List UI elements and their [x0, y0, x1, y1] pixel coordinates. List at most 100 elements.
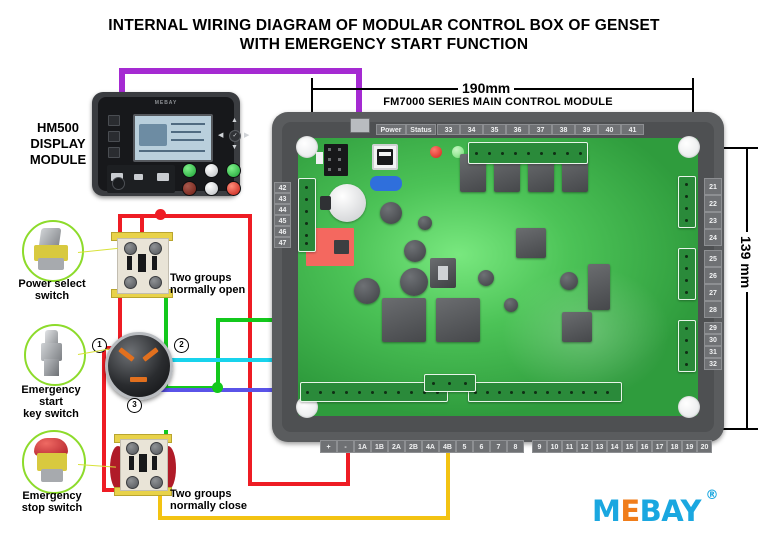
title-line-2: WITH EMERGENCY START FUNCTION: [239, 36, 529, 53]
display-button-group[interactable]: [182, 163, 241, 196]
hm500-display-module[interactable]: MEBAY ▲ ◀ ✓ ▶ ▼: [92, 92, 249, 196]
ps-terminal-bl[interactable]: [124, 276, 137, 289]
es-label-line-3: key switch: [23, 408, 79, 420]
estop-terminal-bl[interactable]: [126, 476, 139, 489]
estop-contact-bar-center: [139, 454, 147, 472]
coin-cell-battery: [328, 184, 366, 222]
terminal-label: 24: [704, 229, 722, 246]
terminal-connector-left: [298, 178, 316, 252]
terminal-label: 32: [704, 358, 722, 370]
capacitor-7: [504, 298, 518, 312]
terminal-label: 30: [704, 334, 722, 346]
mounting-screw-bottom-right: [678, 396, 700, 418]
transformer-core: [438, 266, 448, 280]
registered-trademark-icon: ®: [705, 488, 718, 503]
ps-terminal-tl[interactable]: [124, 242, 137, 255]
wire-junction-green: [212, 382, 223, 393]
emergency-stop-switch-photo: [32, 438, 74, 486]
dpad-right-icon[interactable]: ▶: [244, 132, 250, 139]
terminal-label: +: [320, 440, 337, 453]
dpad-up-icon[interactable]: ▲: [231, 117, 238, 124]
display-side-icons: [108, 115, 120, 163]
navigation-dpad[interactable]: ▲ ◀ ✓ ▶ ▼: [218, 117, 250, 153]
terminal-label: 18: [667, 440, 682, 453]
key-photo-top: [45, 330, 58, 346]
capacitor-6: [478, 270, 494, 286]
wire-cyan-from-key: [170, 358, 322, 362]
terminal-label: 25: [704, 250, 722, 267]
terminal-label: 31: [704, 346, 722, 358]
emergency-stop-switch-contact-block[interactable]: [110, 434, 192, 496]
key-photo-mid: [41, 343, 62, 361]
emergency-start-key-photo: [34, 330, 70, 378]
mounting-screw-top-left: [296, 136, 318, 158]
ps-terminal-br[interactable]: [149, 276, 162, 289]
terminal-label: 46: [274, 226, 291, 237]
lcd-waveform: [139, 124, 167, 146]
wire-red-bottom-run: [248, 482, 350, 486]
indicator-label-status: Status: [406, 124, 436, 135]
terminal-label: 36: [506, 124, 529, 135]
emergency-start-switch-label: Emergency start key switch: [4, 384, 98, 420]
terminal-label: 5: [456, 440, 473, 453]
terminal-label: 2A: [388, 440, 405, 453]
logo-text-part1: M: [592, 494, 621, 528]
page-title: INTERNAL WIRING DIAGRAM OF MODULAR CONTR…: [0, 16, 768, 54]
display-label-line-1: HM500: [37, 120, 79, 135]
dim-height-ext-bottom: [704, 428, 748, 430]
estop-photo-foot: [41, 469, 63, 482]
power-select-switch-label: Power select switch: [6, 278, 98, 302]
ps-label-line-1: Power select: [18, 278, 86, 290]
estop-terminal-tr[interactable]: [150, 442, 163, 455]
button-manual[interactable]: [204, 163, 219, 178]
capacitor-5: [354, 278, 380, 304]
display-label-line-3: MODULE: [29, 152, 87, 167]
display-round-button[interactable]: [112, 177, 125, 190]
relay-8: [588, 264, 610, 310]
ps-contact-bar-left: [127, 256, 132, 270]
lcd-text-line-2: [171, 131, 201, 133]
wire-red-to-terminal-plus: [346, 424, 350, 486]
emergency-start-key-switch[interactable]: [105, 332, 173, 400]
terminal-label: 11: [562, 440, 577, 453]
terminal-label: 44: [274, 204, 291, 215]
emergency-stop-contact-note: Two groups normally close: [170, 488, 258, 512]
lcd-text-line-1: [171, 123, 205, 125]
button-test[interactable]: [182, 181, 197, 196]
dpad-enter-icon[interactable]: ✓: [229, 130, 241, 142]
terminal-label: 6: [473, 440, 490, 453]
estop-contact-bar-right: [152, 456, 157, 470]
capacitor-3: [404, 240, 426, 262]
key-contact-blade-2: [142, 347, 159, 362]
dpad-down-icon[interactable]: ▼: [231, 144, 238, 151]
estop-terminal-br[interactable]: [150, 476, 163, 489]
key-terminal-number-3: 3: [127, 398, 142, 413]
transfer-icon: [134, 174, 143, 180]
button-mute[interactable]: [204, 181, 219, 196]
terminal-label: 21: [704, 178, 722, 195]
ic-chip: [334, 240, 349, 254]
battery-clip: [320, 196, 331, 210]
terminal-label: 43: [274, 193, 291, 204]
power-select-switch-contact-block[interactable]: [111, 232, 173, 298]
button-start[interactable]: [226, 163, 241, 178]
lcd-text-line-3: [171, 139, 204, 141]
ps-terminal-tr[interactable]: [149, 242, 162, 255]
wire-red-switch-drop: [118, 268, 122, 348]
terminal-label: 20: [697, 440, 712, 453]
terminal-label: 40: [598, 124, 621, 135]
usb-b-port: [372, 144, 398, 170]
terminal-connector-right-2: [678, 248, 696, 300]
button-stop[interactable]: [226, 181, 241, 196]
dpad-left-icon[interactable]: ◀: [218, 132, 224, 139]
button-auto[interactable]: [182, 163, 197, 178]
estop-note-line-2: normally close: [170, 500, 248, 512]
wire-purple-vertical-right: [356, 68, 362, 124]
power-select-switch-photo: [30, 228, 72, 272]
terminal-label: 38: [552, 124, 575, 135]
ps-contact-bar-right: [152, 256, 157, 270]
estop-terminal-tl[interactable]: [126, 442, 139, 455]
